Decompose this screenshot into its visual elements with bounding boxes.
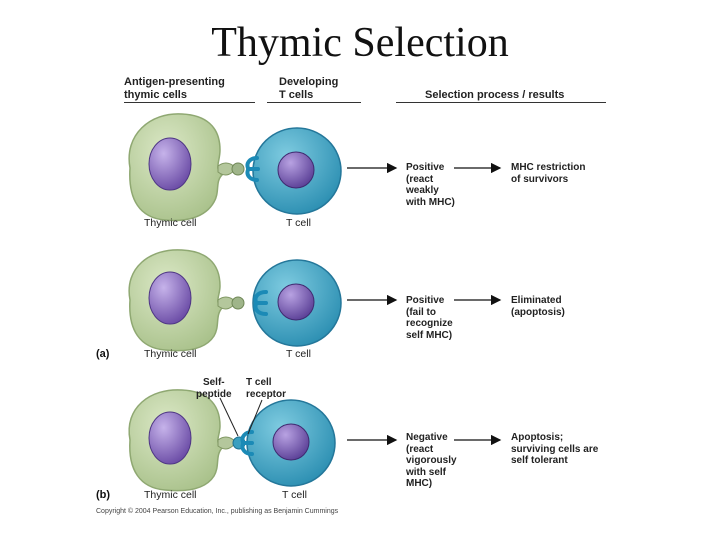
t-cell-label-row3: T cell [282, 489, 307, 501]
process-label-row2: Positive (fail to recognize self MHC) [406, 295, 453, 341]
panel-b-label: (b) [96, 489, 111, 501]
t-cell-label-row2: T cell [286, 348, 311, 360]
thymic-cell-label-row3: Thymic cell [144, 489, 197, 501]
peptide-1 [231, 162, 245, 176]
result-label-row1: MHC restriction of survivors [511, 162, 586, 185]
self-peptide-callout: Self- peptide [196, 377, 232, 400]
t-cell-label-row1: T cell [286, 217, 311, 229]
process-label-row3: Negative (react vigorously with self MHC… [406, 432, 457, 489]
process-label-row1: Positive (react weakly with MHC) [406, 162, 455, 208]
row-1-cells [128, 113, 342, 222]
result-label-row2: Eliminated (apoptosis) [511, 295, 565, 318]
header-process-underline [396, 102, 606, 103]
result-label-row3: Apoptosis; surviving cells are self tole… [511, 432, 599, 466]
header-tcells: Developing T cells [279, 76, 339, 101]
header-apc: Antigen-presenting thymic cells [124, 76, 225, 101]
thymic-nucleus-1 [148, 137, 192, 191]
tcr-callout: T cell receptor [246, 377, 287, 400]
peptide-2 [231, 296, 245, 310]
page-title: Thymic Selection [211, 20, 509, 66]
callout-line-peptide [219, 397, 239, 437]
t-cell-nucleus-3 [272, 423, 310, 461]
copyright-notice: Copyright © 2004 Pearson Education, Inc.… [96, 508, 339, 515]
arrows [347, 162, 502, 446]
callout-line-tcr [247, 399, 263, 435]
thymic-nucleus-2 [148, 271, 192, 325]
panel-a-label: (a) [96, 348, 110, 360]
t-cell-receptor-1 [245, 156, 260, 182]
t-cell-receptor-3 [240, 430, 254, 456]
row-3-cells [128, 389, 336, 492]
header-process: Selection process / results [425, 89, 565, 101]
header-tcells-underline [267, 102, 361, 103]
t-cell-nucleus-2 [277, 283, 315, 321]
header-apc-underline [124, 102, 255, 103]
t-cell-receptor-2 [253, 290, 268, 316]
thymic-cell-label-row1: Thymic cell [144, 217, 197, 229]
thymic-cell-label-row2: Thymic cell [144, 348, 197, 360]
thymic-nucleus-3 [148, 411, 192, 465]
t-cell-nucleus-1 [277, 151, 315, 189]
row-2-cells [128, 249, 342, 352]
